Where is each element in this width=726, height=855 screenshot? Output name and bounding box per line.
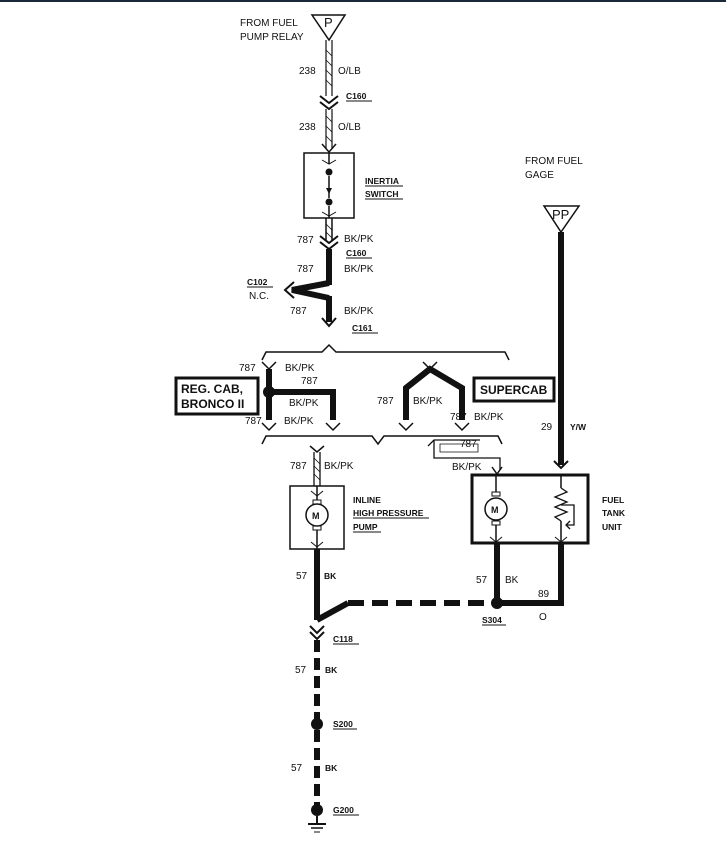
inline-pump: M <box>289 485 345 550</box>
wire-787-a-circuit: 787 <box>297 235 314 246</box>
pump-label-1: INLINE <box>353 495 381 505</box>
lower-brace <box>261 435 503 446</box>
wire-89-color: O <box>539 612 547 623</box>
regcab-box <box>174 376 260 416</box>
regcab-label-1: REG. CAB, <box>181 382 243 396</box>
wire-787-c-color: BK/PK <box>344 306 374 317</box>
regcab-label-2: BRONCO II <box>181 397 244 411</box>
relay-source-symbol <box>310 14 347 42</box>
relay-source-text-2: PUMP RELAY <box>240 32 304 43</box>
supercab-box <box>472 376 556 403</box>
wire-57-d-circuit: 57 <box>291 763 303 774</box>
wire-787-c-circuit: 787 <box>290 306 307 317</box>
supercab-left-circuit: 787 <box>377 396 394 407</box>
fuel-gage-source: FROM FUEL GAGE PP <box>525 156 583 234</box>
supercab-right-circuit: 787 <box>450 412 467 423</box>
wire-238-a-color: O/LB <box>338 66 361 77</box>
tank-label-2: TANK <box>602 508 626 518</box>
wire-57-pump-color: BK <box>324 571 337 581</box>
c160-lower-label: C160 <box>346 248 367 258</box>
c160-connector-upper <box>319 95 339 111</box>
pump-label-2: HIGH PRESSURE <box>353 508 424 518</box>
regcab-mid-circuit: 787 <box>301 376 318 387</box>
g200-label: G200 <box>333 805 354 815</box>
wire-787-b-circuit: 787 <box>297 264 314 275</box>
wire-57-tank-color: BK <box>505 575 519 586</box>
c118-label: C118 <box>333 634 353 644</box>
wire-238-b-color: O/LB <box>338 122 361 133</box>
wire-57-d-color: BK <box>325 763 338 773</box>
wire-29-circuit: 29 <box>541 422 553 433</box>
tank-motor-icon <box>484 497 508 521</box>
wire-89-circuit: 89 <box>538 589 550 600</box>
gage-source-text-2: GAGE <box>525 170 554 181</box>
gage-source-text-1: FROM FUEL <box>525 156 583 167</box>
wire-787-upper <box>319 218 339 285</box>
upper-brace <box>261 343 510 361</box>
ground-wiring <box>308 543 564 833</box>
relay-source-letter: P <box>324 15 333 30</box>
tank-feed-circuit: 787 <box>460 439 477 450</box>
wire-787-b-color: BK/PK <box>344 264 374 275</box>
c102-note: N.C. <box>249 291 269 302</box>
inertia-switch-label-2: SWITCH <box>365 189 399 199</box>
wire-238-upper <box>325 40 333 96</box>
gage-source-symbol <box>542 205 581 234</box>
supercab-branch <box>398 361 470 432</box>
c161-label: C161 <box>352 323 373 333</box>
s304-label: S304 <box>482 615 502 625</box>
regcab-branch <box>261 361 341 432</box>
supercab-right-color: BK/PK <box>474 412 504 423</box>
relay-source-text-1: FROM FUEL <box>240 18 298 29</box>
wire-29 <box>553 232 569 470</box>
regcab-mid-color: BK/PK <box>289 398 319 409</box>
g200-point <box>311 804 323 816</box>
supercab-label: SUPERCAB <box>480 383 548 397</box>
gage-source-letters: PP <box>552 207 569 222</box>
pump-feed-color: BK/PK <box>324 461 354 472</box>
tank-feed-wire <box>427 439 503 476</box>
wire-57-tank-circuit: 57 <box>476 575 488 586</box>
inertia-switch-label-1: INERTIA <box>365 176 399 186</box>
pump-feed-circuit: 787 <box>290 461 307 472</box>
regcab-bot-color: BK/PK <box>284 416 314 427</box>
pump-feed-wire <box>309 445 325 486</box>
regcab-top-color: BK/PK <box>285 363 315 374</box>
supercab-left-color: BK/PK <box>413 396 443 407</box>
pump-motor-letter: M <box>312 511 320 521</box>
wire-238-b-circuit: 238 <box>299 122 316 133</box>
inertia-switch <box>303 152 355 219</box>
c160-upper-label: C160 <box>346 91 367 101</box>
regcab-top-circuit: 787 <box>239 363 256 374</box>
wire-57-pump-circuit: 57 <box>296 571 308 582</box>
wire-238-a-circuit: 238 <box>299 66 316 77</box>
pump-label-3: PUMP <box>353 522 378 532</box>
wire-57-c-color: BK <box>325 665 338 675</box>
tank-label-1: FUEL <box>602 495 624 505</box>
fuel-tank-unit: M <box>470 473 590 545</box>
c102-branch <box>283 280 337 328</box>
tank-label-3: UNIT <box>602 522 623 532</box>
tank-feed-color: BK/PK <box>452 462 482 473</box>
c102-label: C102 <box>247 277 268 287</box>
tank-motor-letter: M <box>491 505 499 515</box>
s200-splice <box>311 718 323 730</box>
wire-29-color: Y/W <box>570 422 587 432</box>
wire-787-a-color: BK/PK <box>344 234 374 245</box>
wire-238-lower <box>321 109 337 154</box>
s200-label: S200 <box>333 719 353 729</box>
fuel-pump-relay-source: FROM FUEL PUMP RELAY P <box>240 14 347 43</box>
wire-57-c-circuit: 57 <box>295 665 307 676</box>
regcab-bot-circuit: 787 <box>245 416 262 427</box>
